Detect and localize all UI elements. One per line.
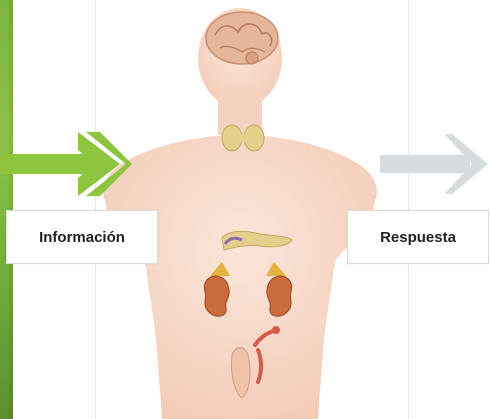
response-label: Respuesta: [347, 210, 489, 264]
output-arrow-icon: [380, 134, 488, 194]
information-label: Información: [6, 210, 158, 264]
response-label-text: Respuesta: [380, 229, 456, 246]
brain-icon: [206, 12, 278, 64]
information-label-text: Información: [39, 229, 125, 246]
